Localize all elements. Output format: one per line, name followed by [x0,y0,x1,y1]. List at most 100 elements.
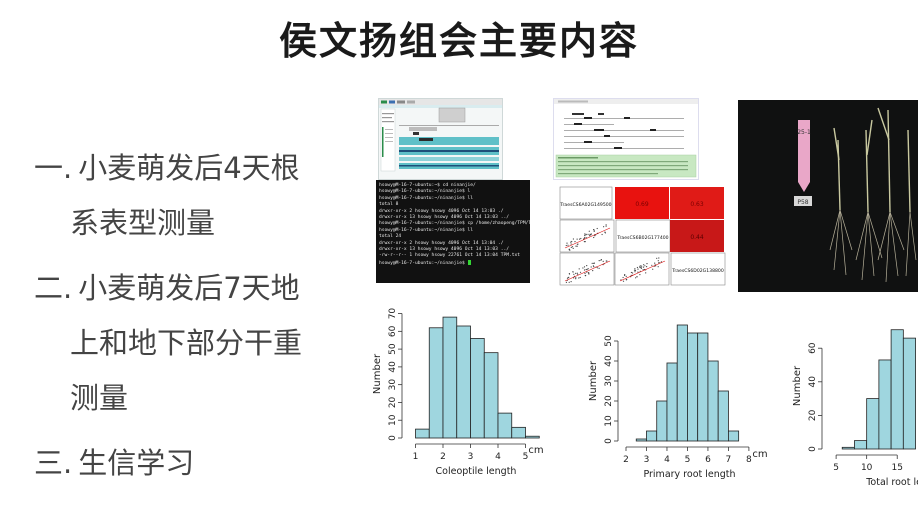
scatter-point [576,272,578,274]
scatter-point [579,271,582,273]
x-unit-label: cm [528,445,543,456]
scatter-point [635,277,637,279]
scatter-point [657,260,659,262]
scatter-point [584,241,586,243]
x-tick-label: 8 [746,455,752,465]
histogram-bar [415,428,430,439]
trend-line [564,227,611,249]
scatter-point [642,269,644,271]
scatter-point [574,241,576,243]
terminal-line: hsowy@M-16-7-ubuntu:~/ninanjie$ ll [379,227,474,233]
scatter-point [575,278,577,280]
histogram-bar [687,332,699,442]
scatter-point [566,242,568,244]
scatter-point [593,236,595,239]
scatter-point [584,236,586,238]
outline-item-2: 二.小麦萌发后7天地 [34,265,300,307]
scatter-point [644,265,646,267]
scatter-point [593,230,595,232]
scatter-point [657,266,659,268]
corr-scatter-21 [559,219,615,253]
scatter-point [600,259,602,261]
seedling-roots [829,209,917,283]
scatter-point [633,269,636,271]
histogram-bar [483,352,499,439]
x-tick-label: 1 [413,452,419,462]
y-tick-label: 20 [808,409,818,421]
scatter-point [572,271,574,273]
y-tick-label: 20 [388,396,398,408]
histogram-bar [676,324,688,442]
y-tick-label: 60 [388,325,398,337]
x-tick-label: 4 [664,455,670,465]
trend-line [564,260,611,282]
y-tick-label: 30 [604,375,614,387]
scatter-point [576,243,578,245]
correlation-matrix-screenshot: TraesCS6A02G149500 TraesCS6B02G177400 Tr… [558,182,728,287]
scatter-point [584,272,586,274]
scatter-point [594,235,596,237]
scatter-point [576,245,578,247]
x-tick-label: 5 [685,455,691,465]
y-tick-label: 10 [604,415,614,427]
histogram-bar [697,332,709,442]
x-axis-label: Coleoptile length [436,466,517,477]
scatter-point [571,240,573,243]
scatter-point [573,277,575,279]
scatter-point [605,224,607,226]
x-unit-label: cm [752,449,767,460]
scatter-point [596,227,598,230]
scatter-point [639,266,641,268]
trend-line [619,260,666,282]
corr-cell-13 [670,187,724,219]
scatter-point [579,276,581,279]
scatter-point [638,266,641,268]
terminal-line: hsowy@M-16-7-ubuntu:~/ninanjie$ ll [379,195,474,201]
scatter-point [585,269,587,271]
scatter-point [637,268,639,270]
y-tick-label: 20 [604,395,614,407]
y-tick-label: 30 [388,379,398,391]
scatter-point [578,268,580,270]
scatter-point [572,238,574,240]
genome-browser-screenshot [378,98,503,180]
scatter-point [575,272,577,274]
scatter-point [603,226,605,228]
scatter-point [658,262,660,264]
scatter-point [570,281,572,283]
histogram-bar [442,316,458,439]
seedling-photo: 25-1 P58 [738,100,918,292]
scatter-point [580,237,582,240]
terminal-line: hsowy@M-16-7-ubuntu:~/ninanjie$ cp /home… [379,221,530,227]
scatter-point [565,281,567,283]
y-tick-label: 10 [388,414,398,426]
scatter-point [586,233,588,235]
terminal-line: hsowy@M-16-7-ubuntu:~$ cd ninanjie/ [379,183,476,188]
terminal-line: drwxr-xr-x 2 hsowy hsowy 4096 Oct 14 13:… [379,240,504,246]
corr-gene-2: TraesCS6B02G177400 [616,235,668,241]
scatter-point [577,273,579,275]
histogram-bar [646,430,658,442]
scatter-point [570,246,572,248]
scatter-points [564,224,666,283]
scatter-point [602,260,604,262]
x-tick-label: 7 [726,455,732,465]
scatter-point [590,266,592,268]
y-tick-label: 0 [808,446,818,452]
scatter-point [641,265,643,267]
histogram-bar [635,438,647,442]
scatter-point [636,276,638,278]
alignment-screenshot [553,98,699,180]
scatter-point [598,267,600,269]
scatter-point [566,277,569,279]
y-axis-label: Number [792,365,803,406]
corr-scatter-32 [614,252,670,286]
histogram-bar [854,440,868,450]
scatter-point [639,265,641,267]
scatter-point [634,271,636,273]
outline-marker-3: 三. [34,446,73,480]
x-tick-label: 2 [623,455,629,465]
